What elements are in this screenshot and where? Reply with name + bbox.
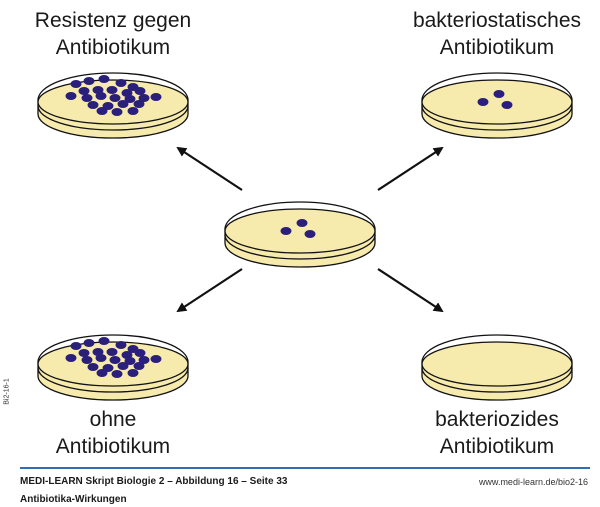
bacterial-colony: [98, 337, 110, 345]
bacterial-colony: [134, 87, 146, 95]
label-bacteriostatic-line2: Antibiotikum: [440, 36, 554, 59]
bacterial-colony: [115, 341, 127, 349]
bacterial-colony: [134, 349, 146, 357]
dish-lid-rim: [37, 334, 189, 363]
bacterial-colony: [81, 356, 93, 364]
petri-dish-initial: [224, 201, 376, 268]
dish-seam: [421, 367, 573, 393]
agar-surface: [37, 341, 189, 387]
bacterial-colony: [70, 80, 82, 88]
bacterial-colony: [78, 349, 90, 357]
bacterial-colony: [92, 86, 104, 94]
agar-surface: [421, 341, 573, 387]
footer-subtitle: Antibiotika-Wirkungen: [20, 494, 127, 505]
bacterial-colony: [117, 362, 129, 370]
bacterial-colony: [121, 351, 133, 359]
bacterial-colony: [124, 95, 136, 103]
arrow-to-without: [176, 268, 243, 313]
bacterial-colony: [133, 100, 145, 108]
bacterial-colony: [296, 219, 308, 227]
dish-lid-rim: [37, 72, 189, 101]
dish-seam: [37, 105, 189, 131]
label-without-line1: ohne: [90, 408, 137, 431]
bacterial-colony: [150, 93, 162, 101]
label-without-line2: Antibiotikum: [56, 435, 170, 458]
dish-lid-rim: [421, 334, 573, 363]
bacterial-colony: [304, 230, 316, 238]
bacterial-colony: [98, 75, 110, 83]
petri-dish-bactericidal: [421, 334, 573, 401]
label-resistance-line2: Antibiotikum: [56, 36, 170, 59]
bacterial-colony: [501, 101, 513, 109]
bacterial-colony: [124, 357, 136, 365]
bacterial-colony: [87, 101, 99, 109]
dish-seam: [421, 105, 573, 131]
agar-surface: [421, 79, 573, 125]
bacterial-colony: [106, 348, 118, 356]
bacterial-colony: [121, 89, 133, 97]
bacterial-colony: [95, 92, 107, 100]
bacterial-colony: [106, 86, 118, 94]
bacterial-colony: [83, 77, 95, 85]
bacterial-colony: [493, 90, 505, 98]
bacterial-colony: [78, 87, 90, 95]
dish-lid-rim: [224, 201, 376, 230]
dish-lid-rim: [421, 72, 573, 101]
bacterial-colony: [81, 94, 93, 102]
agar-surface: [224, 208, 376, 254]
label-bactericidal-line2: Antibiotikum: [440, 435, 554, 458]
arrow-to-bactericidal: [377, 268, 444, 313]
bacterial-colony: [96, 369, 108, 377]
bacterial-colony: [65, 354, 77, 362]
bacterial-colony: [477, 98, 489, 106]
bacterial-colony: [150, 355, 162, 363]
bacterial-colony: [65, 92, 77, 100]
bacterial-colony: [115, 79, 127, 87]
footer-title: MEDI-LEARN Skript Biologie 2 – Abbildung…: [20, 476, 288, 487]
bacterial-colony: [83, 339, 95, 347]
petri-dish-bacteriostatic: [421, 72, 573, 139]
bacterial-colony: [117, 100, 129, 108]
bacterial-colony: [127, 369, 139, 377]
dish-seam: [37, 367, 189, 393]
label-resistance-line1: Resistenz gegen: [35, 9, 191, 32]
arrow-to-resistance: [176, 146, 243, 191]
bacterial-colony: [87, 363, 99, 371]
bacterial-colony: [111, 370, 123, 378]
bacterial-colony: [109, 356, 121, 364]
label-bacteriostatic-line1: bakteriostatisches: [413, 9, 581, 32]
dish-seam: [224, 234, 376, 260]
bacterial-colony: [280, 227, 292, 235]
figure-code: Bi2-16-1: [3, 378, 11, 405]
footer-url[interactable]: www.medi-learn.de/bio2-16: [478, 477, 588, 487]
bacterial-colony: [127, 107, 139, 115]
petri-dish-without-antibiotic: [37, 334, 189, 401]
petri-dish-resistance: [37, 72, 189, 139]
agar-surface: [37, 79, 189, 125]
bacterial-colony: [133, 362, 145, 370]
bacterial-colony: [96, 107, 108, 115]
bacterial-colony: [95, 354, 107, 362]
bacterial-colony: [92, 348, 104, 356]
bacterial-colony: [109, 94, 121, 102]
footer-rule: [20, 467, 590, 469]
label-bactericidal-line1: bakteriozides: [435, 408, 559, 431]
arrow-to-bacteriostatic: [377, 146, 444, 191]
bacterial-colony: [111, 108, 123, 116]
bacterial-colony: [70, 342, 82, 350]
bacterial-colony: [138, 356, 150, 364]
bacterial-colony: [138, 94, 150, 102]
